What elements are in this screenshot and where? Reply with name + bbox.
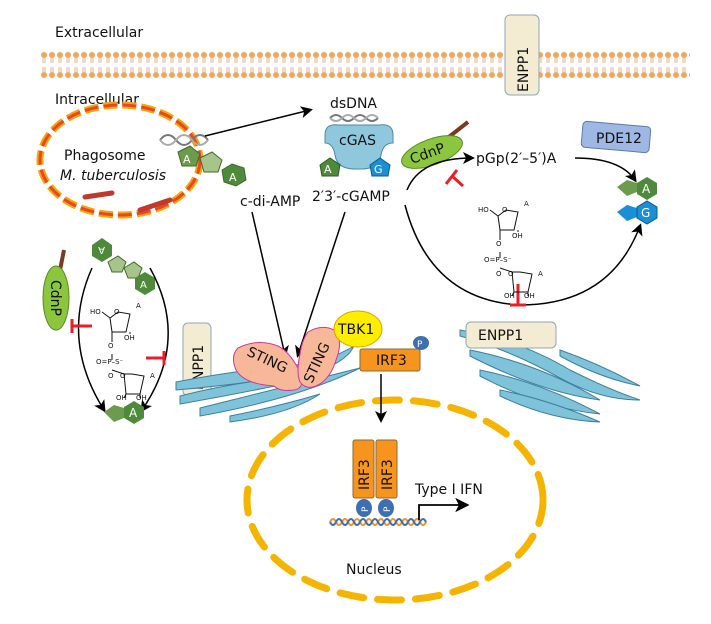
tbk1-label: TBK1 bbox=[337, 322, 374, 338]
irf3-dimer-1-label: IRF3 bbox=[357, 459, 373, 490]
dna-helix-icon bbox=[159, 134, 209, 146]
organism-label: M. tuberculosis bbox=[60, 168, 166, 184]
adenine-label: A bbox=[183, 153, 191, 166]
chem-atom-label: O=P–S⁻ bbox=[484, 256, 512, 264]
pde12-enzyme: PDE12 bbox=[580, 120, 652, 154]
transcription-arrow bbox=[418, 497, 470, 520]
pgpa-label: pGp(2′–5′)A bbox=[476, 151, 557, 167]
chem-atom-label: A bbox=[524, 200, 529, 208]
c-di-amp-molecule-left: A A bbox=[92, 238, 155, 295]
sting-2: STING bbox=[297, 326, 340, 388]
adenine-label: A bbox=[98, 244, 105, 255]
chem-atom-label: O=P–S⁻ bbox=[96, 358, 124, 366]
cgamp-to-sting-arrow bbox=[295, 211, 346, 358]
amp-product-left: A bbox=[104, 401, 144, 424]
enpp1-arrow-left bbox=[140, 267, 169, 413]
cdnp-arrow-left bbox=[77, 267, 106, 413]
phagosome: Phagosome M. tuberculosis bbox=[36, 101, 204, 219]
ribose-bonds bbox=[489, 209, 533, 297]
chem-atom-label: O bbox=[502, 206, 508, 214]
sting-1: STING bbox=[232, 342, 303, 391]
cgas-enzyme: cGAS A G bbox=[319, 124, 394, 177]
phosphate-label: P bbox=[361, 506, 371, 512]
chem-atom-label: O bbox=[108, 372, 114, 380]
adenine-label: A bbox=[642, 182, 651, 196]
enpp1-right: ENPP1 bbox=[465, 321, 557, 349]
c-di-amp-molecule: A A bbox=[177, 145, 247, 187]
nucleus-envelope bbox=[243, 396, 547, 604]
dsdna-label: dsDNA bbox=[330, 96, 377, 112]
guanine-label: G bbox=[374, 163, 383, 176]
irf3-label: IRF3 bbox=[376, 353, 407, 369]
chem-atom-label: HO bbox=[478, 206, 489, 214]
chem-atom-label: O bbox=[120, 372, 126, 380]
intracellular-label: Intracellular bbox=[55, 92, 139, 108]
plasma-membrane bbox=[40, 52, 690, 78]
chem-atom-label: O bbox=[114, 308, 120, 316]
chem-atom-label: O bbox=[108, 342, 114, 350]
phosphate-label: P bbox=[417, 340, 423, 350]
cdnp-top: CdnP bbox=[401, 120, 470, 169]
chem-atom-label: OH bbox=[136, 394, 147, 402]
type-i-ifn-label: Type I IFN bbox=[414, 482, 483, 498]
chem-atom-label: OH bbox=[512, 232, 523, 240]
chem-atom-label: O bbox=[496, 270, 502, 278]
bacterium bbox=[137, 197, 173, 213]
chem-atom-label: A bbox=[150, 372, 155, 380]
inhibition-enpp1-left bbox=[146, 351, 166, 365]
enpp1-hydrolysis-arrow bbox=[404, 204, 643, 306]
cgas-label: cGAS bbox=[339, 133, 376, 149]
guanine-label: G bbox=[641, 206, 650, 220]
pde12-label: PDE12 bbox=[596, 131, 642, 147]
pde12-arrow bbox=[574, 157, 637, 183]
hydrolysis-arrow bbox=[406, 152, 475, 191]
release-arrow bbox=[204, 106, 313, 137]
adenine-label: A bbox=[229, 171, 237, 184]
c-di-amp-to-sting-arrow bbox=[251, 211, 289, 358]
adenine-label: A bbox=[324, 163, 332, 176]
inhibition-enpp1-right bbox=[510, 284, 526, 307]
products-right: A G bbox=[617, 177, 658, 225]
extracellular-label: Extracellular bbox=[55, 25, 143, 41]
chem-atom-label: OH bbox=[116, 394, 127, 402]
enpp1-membrane: ENPP1 bbox=[504, 14, 540, 96]
phosphate-label: P bbox=[383, 506, 393, 512]
adenine-label: A bbox=[140, 280, 147, 291]
ribose-bonds bbox=[101, 311, 145, 399]
nucleus-label: Nucleus bbox=[346, 562, 402, 578]
chem-atom-label: HO bbox=[90, 308, 101, 316]
chem-atom-label: A bbox=[538, 270, 543, 278]
chem-atom-label: OH bbox=[124, 334, 135, 342]
chem-atom-label: O bbox=[496, 240, 502, 248]
irf3-dimer: IRF3 IRF3 P P bbox=[352, 439, 398, 517]
inhibition-cdnp-top bbox=[444, 169, 465, 188]
chem-atom-label: OH bbox=[504, 292, 515, 300]
bacterium bbox=[82, 190, 115, 200]
irf3-dimer-2-label: IRF3 bbox=[380, 459, 396, 490]
irf3: IRF3 P bbox=[359, 336, 429, 372]
cdnp-left: CdnP bbox=[42, 249, 70, 331]
chem-atom-label: A bbox=[136, 302, 141, 310]
cdnp-left-label: CdnP bbox=[47, 280, 63, 316]
phagosome-label: Phagosome bbox=[64, 148, 145, 164]
inhibition-cdnp-left bbox=[70, 319, 92, 333]
dna-promoter bbox=[329, 518, 427, 526]
chem-atom-label: OH bbox=[524, 292, 535, 300]
enpp1-membrane-label: ENPP1 bbox=[516, 47, 532, 92]
c-di-amp-label: c-di-AMP bbox=[240, 194, 300, 210]
enpp1-right-label: ENPP1 bbox=[478, 328, 523, 344]
adenine-label: A bbox=[129, 406, 138, 420]
cgamp-label: 2′3′-cGAMP bbox=[312, 189, 390, 205]
chem-atom-label: O bbox=[508, 270, 514, 278]
tbk1-kinase: TBK1 bbox=[333, 310, 383, 348]
